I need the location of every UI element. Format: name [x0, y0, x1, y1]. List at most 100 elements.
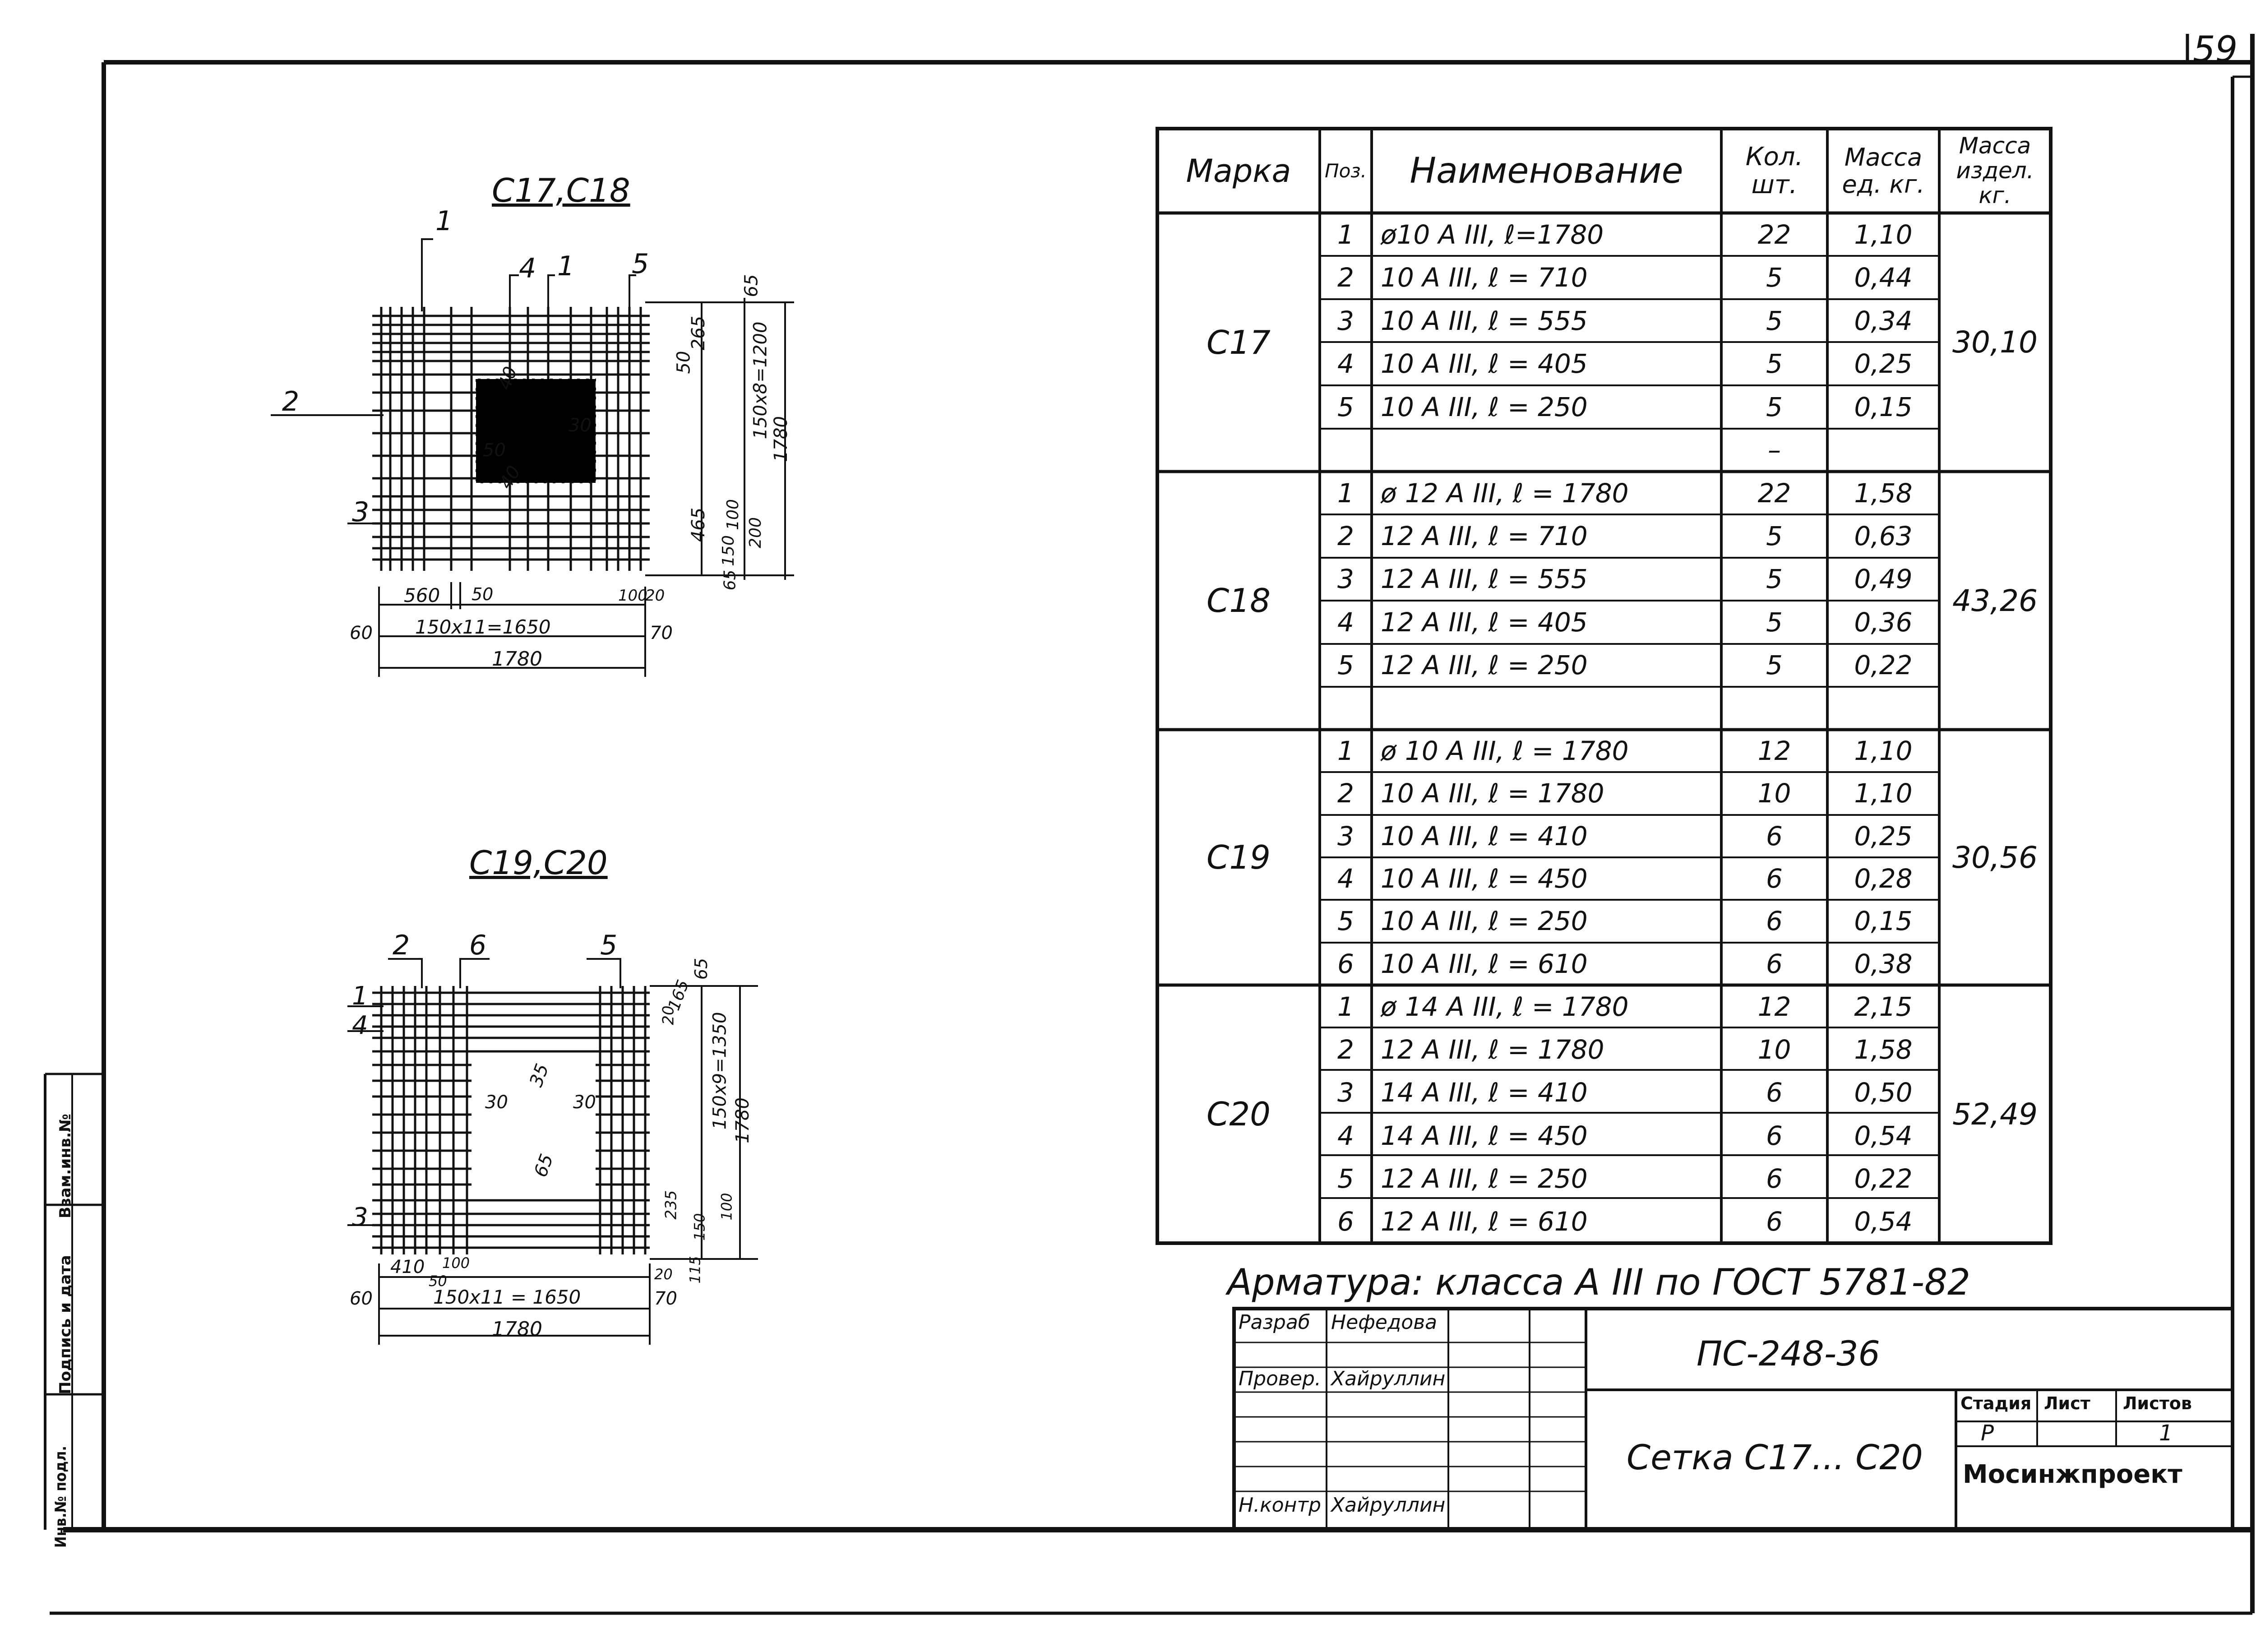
row-unit-mass: 0,50 — [1854, 1077, 1913, 1108]
row-pos: 5 — [1337, 1163, 1354, 1194]
dim-70: 70 — [654, 1288, 677, 1309]
row-pos: 2 — [1337, 262, 1354, 293]
row-unit-mass: 0,34 — [1854, 305, 1913, 336]
dim-265: 265 — [688, 315, 709, 351]
signature-name: Нефедова — [1331, 1311, 1438, 1334]
row-name: 10 А ІІІ, ℓ = 610 — [1381, 948, 1588, 979]
dim-50: 50 — [673, 351, 694, 374]
row-name: ø 10 А ІІІ, ℓ = 1780 — [1381, 736, 1629, 767]
group-total-mass: 30,10 — [1952, 325, 2038, 360]
signature-name: Хайруллин — [1331, 1494, 1446, 1517]
row-qty: 6 — [1766, 906, 1783, 937]
row-unit-mass: 0,44 — [1854, 262, 1913, 293]
row-unit-mass: 0,22 — [1854, 649, 1913, 680]
callout-1b: 1 — [557, 250, 575, 282]
dim-30: 30 — [569, 415, 592, 436]
callout-1: 1 — [352, 981, 368, 1011]
row-qty: 6 — [1766, 948, 1783, 979]
row-qty: 10 — [1757, 778, 1791, 809]
row-qty: 10 — [1757, 1034, 1791, 1065]
callout-5: 5 — [632, 248, 649, 280]
row-name: 12 А ІІІ, ℓ = 1780 — [1381, 1034, 1604, 1065]
dim-1200: 150x8=1200 — [750, 321, 771, 440]
side-stamp: Инв.№ подл. Подпись и дата Взам.инв.№ — [47, 1078, 74, 1548]
row-qty: 5 — [1766, 564, 1783, 595]
row-qty: 6 — [1766, 863, 1783, 894]
row-unit-mass: 0,38 — [1854, 948, 1913, 979]
callout-2: 2 — [282, 386, 300, 417]
row-qty: 5 — [1766, 348, 1783, 379]
row-pos: 1 — [1337, 477, 1354, 509]
row-qty: 6 — [1766, 1077, 1783, 1108]
row-unit-mass: 0,15 — [1854, 391, 1913, 422]
row-name: 12 А ІІІ, ℓ = 710 — [1381, 520, 1588, 551]
stamp-signature-label: Подпись и дата — [56, 1255, 74, 1394]
dim-50c: 50 — [472, 584, 494, 604]
row-qty: 22 — [1757, 219, 1791, 250]
row-qty: 5 — [1766, 391, 1783, 422]
signature-name: Хайруллин — [1331, 1367, 1446, 1390]
dim-410: 410 — [390, 1257, 425, 1277]
row-unit-mass: 0,54 — [1854, 1120, 1913, 1151]
row-unit-mass: 0,15 — [1854, 906, 1913, 937]
dim-1780-v: 1780 — [732, 1097, 753, 1143]
sheets-value: 1 — [2159, 1421, 2173, 1446]
dim-115: 115 — [686, 1256, 704, 1284]
header-qty: Кол. шт. — [1745, 142, 1803, 199]
row-pos: 4 — [1337, 606, 1354, 638]
row-name: 12 А ІІІ, ℓ = 250 — [1381, 1163, 1588, 1194]
row-unit-mass: 0,28 — [1854, 863, 1913, 894]
signature-role: Н.контр — [1239, 1494, 1321, 1517]
row-name: 12 А ІІІ, ℓ = 405 — [1381, 606, 1588, 638]
row-name: 12 А ІІІ, ℓ = 610 — [1381, 1206, 1588, 1237]
reinforcement-note: Арматура: класса А ІІІ по ГОСТ 5781-82 — [1227, 1261, 1970, 1303]
row-pos: 5 — [1337, 906, 1354, 937]
row-pos: 2 — [1337, 778, 1354, 809]
row-unit-mass: 0,25 — [1854, 820, 1913, 851]
row-qty: 6 — [1766, 1206, 1783, 1237]
group-mark: С19 — [1207, 838, 1271, 876]
group-total-mass: 43,26 — [1952, 583, 2038, 618]
dim-100: 100 — [723, 499, 742, 530]
group-mark: С17 — [1207, 323, 1271, 361]
callout-4: 4 — [519, 253, 536, 284]
header-unit-mass: Масса ед. кг. — [1842, 143, 1925, 199]
group-total-mass: 52,49 — [1952, 1097, 2038, 1132]
row-pos: 3 — [1337, 564, 1354, 595]
doc-title: Сетка С17... С20 — [1627, 1437, 1923, 1477]
row-unit-mass: 0,25 — [1854, 348, 1913, 379]
row-name: 10 А ІІІ, ℓ = 405 — [1381, 348, 1588, 379]
row-name: 10 А ІІІ, ℓ = 250 — [1381, 906, 1588, 937]
dim-20: 20 — [659, 1005, 678, 1025]
row-name: 10 А ІІІ, ℓ = 250 — [1381, 391, 1588, 422]
row-pos: 1 — [1337, 991, 1354, 1022]
row-pos: 6 — [1337, 1206, 1354, 1237]
row-qty: 5 — [1766, 520, 1783, 551]
row-pos — [1320, 429, 1372, 472]
row-unit-mass — [1827, 429, 1939, 472]
row-pos: 5 — [1337, 649, 1354, 680]
row-pos: 5 — [1337, 391, 1354, 422]
row-name — [1381, 429, 1719, 472]
group-total-mass: 30,56 — [1952, 840, 2038, 875]
row-name: 14 А ІІІ, ℓ = 450 — [1381, 1120, 1588, 1151]
row-pos — [1320, 687, 1372, 730]
row-unit-mass: 0,36 — [1854, 606, 1913, 638]
callout-4: 4 — [352, 1011, 368, 1040]
row-pos: 4 — [1337, 1120, 1354, 1151]
callout-3: 3 — [352, 1203, 368, 1232]
signature-role: Провер. — [1239, 1367, 1321, 1390]
stamp-replace-label: Взам.инв.№ — [56, 1114, 74, 1218]
row-pos: 3 — [1337, 820, 1354, 851]
row-name: 12 А ІІІ, ℓ = 555 — [1381, 564, 1588, 595]
stage-value: Р — [1981, 1421, 1994, 1446]
row-qty — [1721, 687, 1827, 730]
row-qty: 5 — [1766, 606, 1783, 638]
row-pos: 4 — [1337, 863, 1354, 894]
row-name: ø 12 А ІІІ, ℓ = 1780 — [1381, 477, 1629, 509]
dim-1780-h: 1780 — [492, 1318, 542, 1341]
row-unit-mass: 1,10 — [1854, 219, 1913, 250]
row-qty: 22 — [1757, 477, 1791, 509]
row-qty: 12 — [1757, 736, 1791, 767]
dim-20: 20 — [645, 587, 665, 605]
